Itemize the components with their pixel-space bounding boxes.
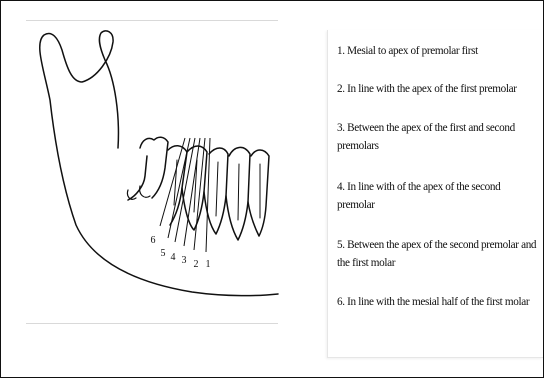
notes-panel: 1. Mesial to apex of premolar first 2. I…: [327, 30, 543, 358]
note-item: 5. Between the apex of the second premol…: [337, 236, 537, 272]
note-item: 6. In line with the mesial half of the f…: [337, 293, 537, 311]
premolar-tooth: [204, 148, 228, 234]
note-item: 4. In line with of the apex of the secon…: [337, 178, 537, 214]
marker-6: 6: [151, 235, 156, 246]
guide-line: [160, 138, 185, 226]
premolar-tooth: [168, 146, 187, 225]
marker-3: 3: [182, 255, 187, 266]
incisor-tooth: [248, 150, 269, 236]
note-item: 2. In line with the apex of the first pr…: [337, 80, 537, 98]
marker-2: 2: [194, 259, 199, 270]
marker-1: 1: [206, 259, 211, 270]
note-item: 3. Between the apex of the first and sec…: [337, 119, 537, 155]
divider-bottom: [26, 323, 278, 324]
mandible-diagram: 6 5 4 3 2 1: [22, 20, 282, 320]
marker-4: 4: [171, 252, 176, 263]
marker-5: 5: [161, 248, 166, 259]
note-item: 1. Mesial to apex of premolar first: [337, 42, 537, 60]
molar-tooth: [128, 137, 168, 200]
mandible-outline: [40, 31, 278, 296]
